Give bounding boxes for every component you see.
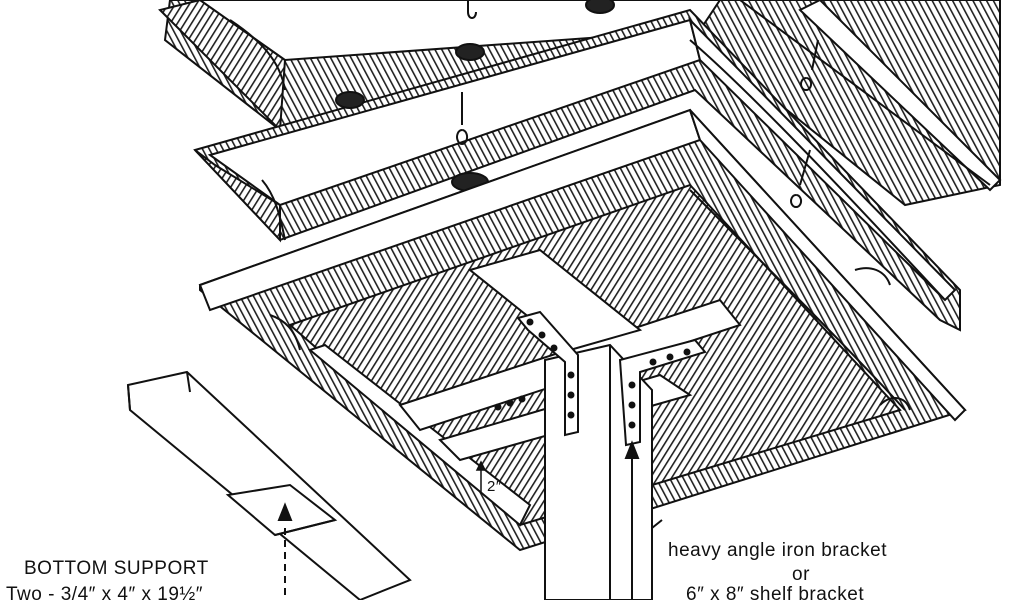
bracket-label-or: or	[792, 564, 810, 585]
bracket-label-line1: heavy angle iron bracket	[668, 540, 888, 561]
bottom-support-arrow	[277, 502, 293, 600]
angle-iron-bracket-left	[516, 310, 579, 437]
bottom-support-boards	[126, 370, 412, 600]
bottom-support-title: BOTTOM SUPPORT	[24, 558, 209, 579]
middle-tier-floor	[193, 0, 961, 332]
dimension-2in-label: 2″	[487, 478, 502, 495]
bottom-support-spec: Two - 3/4″ x 4″ x 19½″	[6, 584, 203, 605]
bracket-label-line3: 6″ x 8″ shelf bracket	[686, 584, 865, 605]
dimension-2in-marker	[475, 460, 487, 492]
angle-iron-bracket-right	[618, 338, 707, 447]
bracket-callout-arrow	[624, 440, 663, 600]
hook-hardware	[456, 0, 819, 208]
